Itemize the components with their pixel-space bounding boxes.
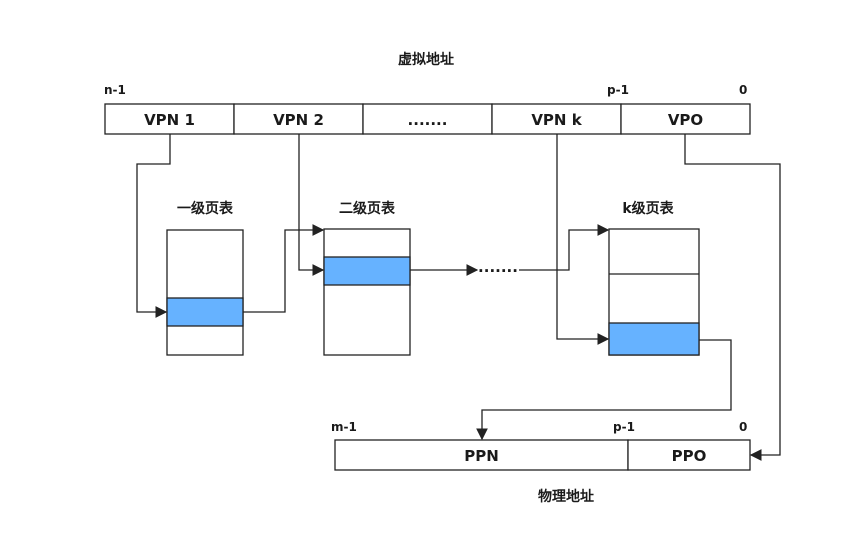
- physical-address-register: PPN PPO: [334, 439, 751, 471]
- pa-bit-high-label: m-1: [331, 420, 357, 434]
- page-table-levelk: [608, 228, 700, 356]
- arrow-vpo-to-ppo: [684, 134, 781, 461]
- arrow-levelk-to-ppn: [476, 339, 732, 441]
- pa-field-ppn-label: PPN: [464, 447, 499, 465]
- va-field-ellipsis: [362, 103, 493, 135]
- arrow-level1-to-level2: [243, 224, 325, 313]
- physical-address-title: 物理地址: [538, 488, 594, 505]
- virtual-address-title: 虚拟地址: [398, 51, 454, 68]
- pa-field-ppo-label: PPO: [672, 447, 707, 465]
- arrow-vpn1-to-level1: [136, 134, 171, 318]
- page-table-ellipsis: .......: [478, 258, 518, 276]
- pa-bit-low-label: 0: [739, 420, 747, 434]
- page-table-level2-title: 二级页表: [339, 200, 396, 217]
- va-field-ellipsis-label: .......: [408, 111, 448, 129]
- arrow-ellipsis-to-levelk: [519, 224, 610, 271]
- va-field-vpn1: [104, 103, 235, 135]
- va-field-vpn2-label: VPN 2: [273, 111, 324, 129]
- arrow-vpnk-to-levelk: [556, 134, 610, 345]
- va-field-vpo-label: VPO: [668, 111, 703, 129]
- va-bit-high-label: n-1: [104, 83, 126, 97]
- page-table-level2: [323, 228, 411, 356]
- page-table-level2-entry: [323, 256, 411, 286]
- pa-field-ppn: [334, 439, 629, 471]
- page-table-level1: [166, 229, 244, 356]
- arrow-vpn2-to-level2: [298, 134, 325, 276]
- va-field-vpn2: [233, 103, 364, 135]
- virtual-address-register: VPN 1 VPN 2 ....... VPN k VPO: [104, 103, 751, 135]
- page-table-level1-title: 一级页表: [177, 200, 234, 217]
- pa-bit-mid-label: p-1: [613, 420, 635, 434]
- va-bit-low-label: 0: [739, 83, 747, 97]
- page-table-level1-entry: [166, 297, 244, 327]
- connectors: [136, 134, 781, 461]
- va-field-vpnk-label: VPN k: [531, 111, 582, 129]
- pa-field-ppo: [627, 439, 751, 471]
- page-table-levelk-title: k级页表: [622, 200, 674, 217]
- va-field-vpn1-label: VPN 1: [144, 111, 195, 129]
- page-table-levelk-entry: [608, 322, 700, 356]
- va-bit-mid-label: p-1: [607, 83, 629, 97]
